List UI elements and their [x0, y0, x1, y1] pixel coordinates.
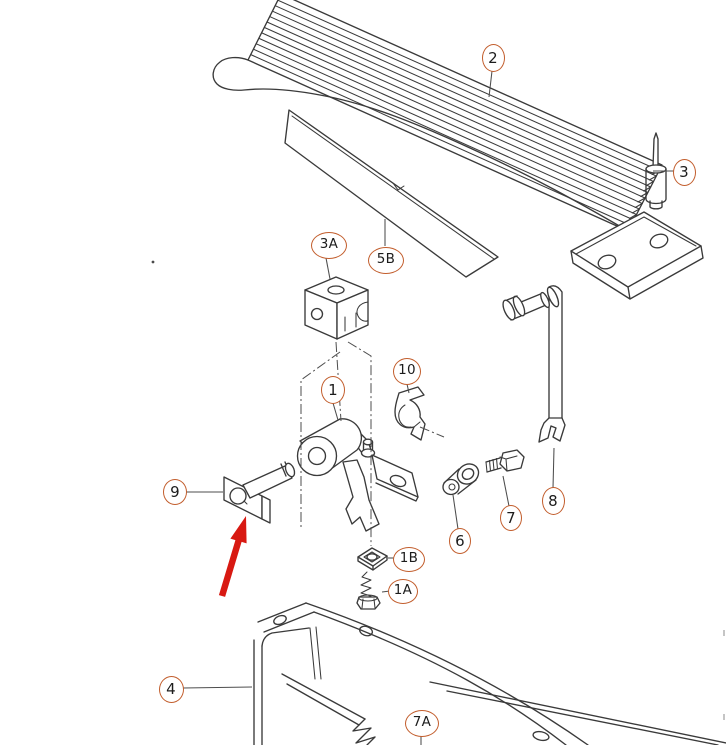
callout-label: 8	[548, 491, 558, 510]
callout-label: 7A	[412, 714, 432, 731]
callout-label: 6	[455, 531, 465, 550]
callout-part-7[interactable]: 7	[500, 505, 522, 531]
callout-label: 10	[398, 362, 416, 379]
bushing	[442, 463, 480, 496]
stop-pin	[645, 132, 667, 210]
callout-label: 1B	[399, 550, 419, 567]
callout-label: 7	[506, 508, 516, 527]
clamp-bracket	[304, 276, 369, 340]
callout-label: 9	[170, 482, 180, 501]
callout-part-2[interactable]: 2	[481, 44, 505, 72]
callout-label: 4	[166, 679, 176, 698]
callout-label: 1	[328, 380, 338, 399]
screw	[356, 571, 381, 610]
callout-part-10[interactable]: 10	[393, 357, 421, 385]
callout-label: 1A	[393, 582, 413, 599]
callout-leader-lines	[182, 70, 674, 745]
callout-part-7a[interactable]: 7A	[405, 709, 439, 737]
link-rod	[502, 285, 566, 443]
hex-bolt	[485, 449, 525, 473]
callout-part-1b[interactable]: 1B	[393, 546, 425, 572]
callout-part-4[interactable]: 4	[158, 675, 184, 703]
pedal-pad	[212, 0, 704, 300]
pedal-lever	[296, 418, 419, 532]
callout-part-3[interactable]: 3	[672, 158, 696, 186]
callout-part-1[interactable]: 1	[321, 376, 345, 404]
callout-part-1a[interactable]: 1A	[388, 578, 418, 604]
clip-nut	[357, 547, 388, 571]
callout-label: 3A	[319, 236, 339, 253]
ink-speck	[151, 260, 155, 264]
spring-clip	[394, 386, 426, 441]
callout-part-6[interactable]: 6	[449, 528, 471, 554]
red-pointer-arrow	[218, 516, 247, 597]
callout-part-8[interactable]: 8	[541, 487, 565, 515]
floor-bracket	[253, 602, 726, 745]
callout-label: 3	[679, 162, 689, 181]
callout-label: 2	[488, 48, 498, 67]
pivot-pin-plate	[223, 461, 296, 524]
callout-label: 5B	[376, 251, 396, 268]
callout-part-9[interactable]: 9	[163, 479, 187, 505]
callout-part-5b[interactable]: 5B	[368, 246, 404, 274]
pedal-cover-plate	[284, 109, 499, 278]
callout-part-3a[interactable]: 3A	[311, 231, 347, 259]
